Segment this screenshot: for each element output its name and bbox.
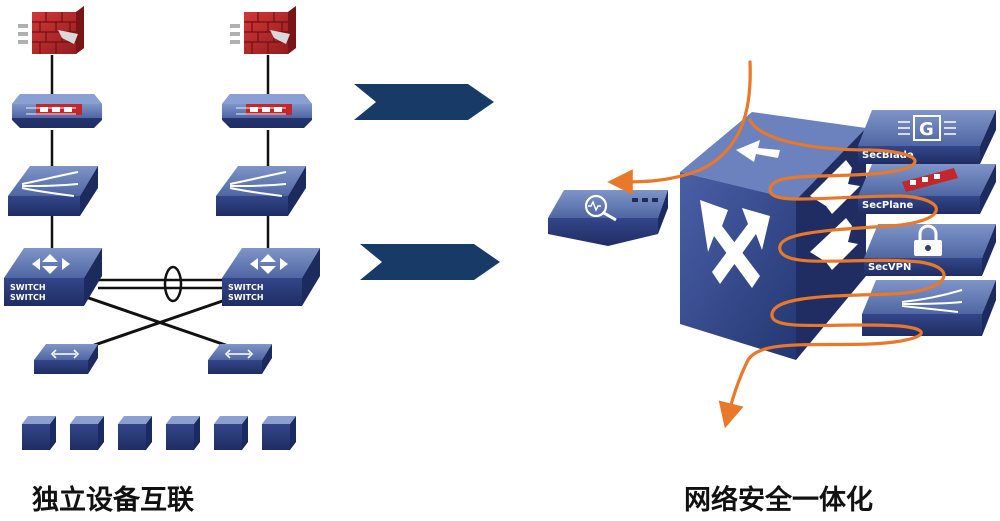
- cube-arrows-icon: [700, 140, 860, 288]
- core-switch-icon: [222, 248, 320, 306]
- server-row: [22, 416, 296, 450]
- server-icon: [118, 416, 152, 450]
- server-icon: [166, 416, 200, 450]
- ips-device-icon: [12, 94, 102, 128]
- ips-device-left: [12, 94, 102, 128]
- caption-standalone-interconnect: 独立设备互联: [32, 485, 194, 516]
- ips-device-icon: [222, 94, 312, 128]
- g-gateway-icon: G: [898, 115, 956, 141]
- chevron-arrow-bottom: [360, 244, 500, 280]
- firewall-left: [18, 6, 84, 54]
- switch-label-2: SWITCH: [228, 293, 264, 302]
- traffic-flow: [607, 60, 946, 429]
- access-switch-icon: [34, 344, 98, 374]
- server-icon: [70, 416, 104, 450]
- chevron-arrow-top: [354, 84, 494, 120]
- module-secplane: SecPlane: [858, 164, 996, 214]
- flow-to-monitor: [607, 60, 752, 195]
- left-uplinks: [50, 55, 270, 252]
- module-label-secblade: SecBlade: [862, 150, 914, 161]
- router-right: [216, 166, 306, 216]
- cross-links: [79, 293, 241, 352]
- lock-icon: [914, 224, 942, 256]
- svg-text:G: G: [919, 119, 934, 140]
- core-switch-icon: [4, 248, 102, 306]
- magnifier-monitor-icon: [548, 190, 668, 246]
- module-router: [862, 280, 996, 336]
- switch-label-1: SWITCH: [228, 283, 264, 292]
- core-switch-left: SWITCH SWITCH: [4, 248, 102, 306]
- flow-serpentine: [718, 118, 946, 429]
- firewall-brick-icon: [18, 6, 84, 54]
- firewall-brick-icon: [230, 6, 296, 54]
- module-secvpn: SecVPN: [864, 224, 996, 276]
- server-icon: [22, 416, 56, 450]
- module-secblade: G SecBlade: [858, 110, 996, 164]
- access-switch-right: [208, 344, 272, 374]
- core-switch-cube: [680, 112, 866, 360]
- core-switch-right: SWITCH SWITCH: [222, 248, 320, 306]
- router-arrows-icon: [8, 166, 98, 216]
- server-icon: [262, 416, 296, 450]
- monitor-module: [548, 190, 668, 246]
- module-label-secplane: SecPlane: [862, 200, 914, 211]
- transition-arrows: [354, 84, 500, 280]
- switch-label-1: SWITCH: [10, 283, 46, 292]
- server-icon: [214, 416, 248, 450]
- caption-network-security-integration: 网络安全一体化: [684, 485, 873, 516]
- access-switch-icon: [208, 344, 272, 374]
- access-switch-left: [34, 344, 98, 374]
- switch-label-2: SWITCH: [10, 293, 46, 302]
- module-label-secvpn: SecVPN: [868, 262, 911, 273]
- firewall-right: [230, 6, 296, 54]
- ips-device-right: [222, 94, 312, 128]
- router-left: [8, 166, 98, 216]
- router-arrows-icon: [216, 166, 306, 216]
- trunk-link: [98, 265, 225, 303]
